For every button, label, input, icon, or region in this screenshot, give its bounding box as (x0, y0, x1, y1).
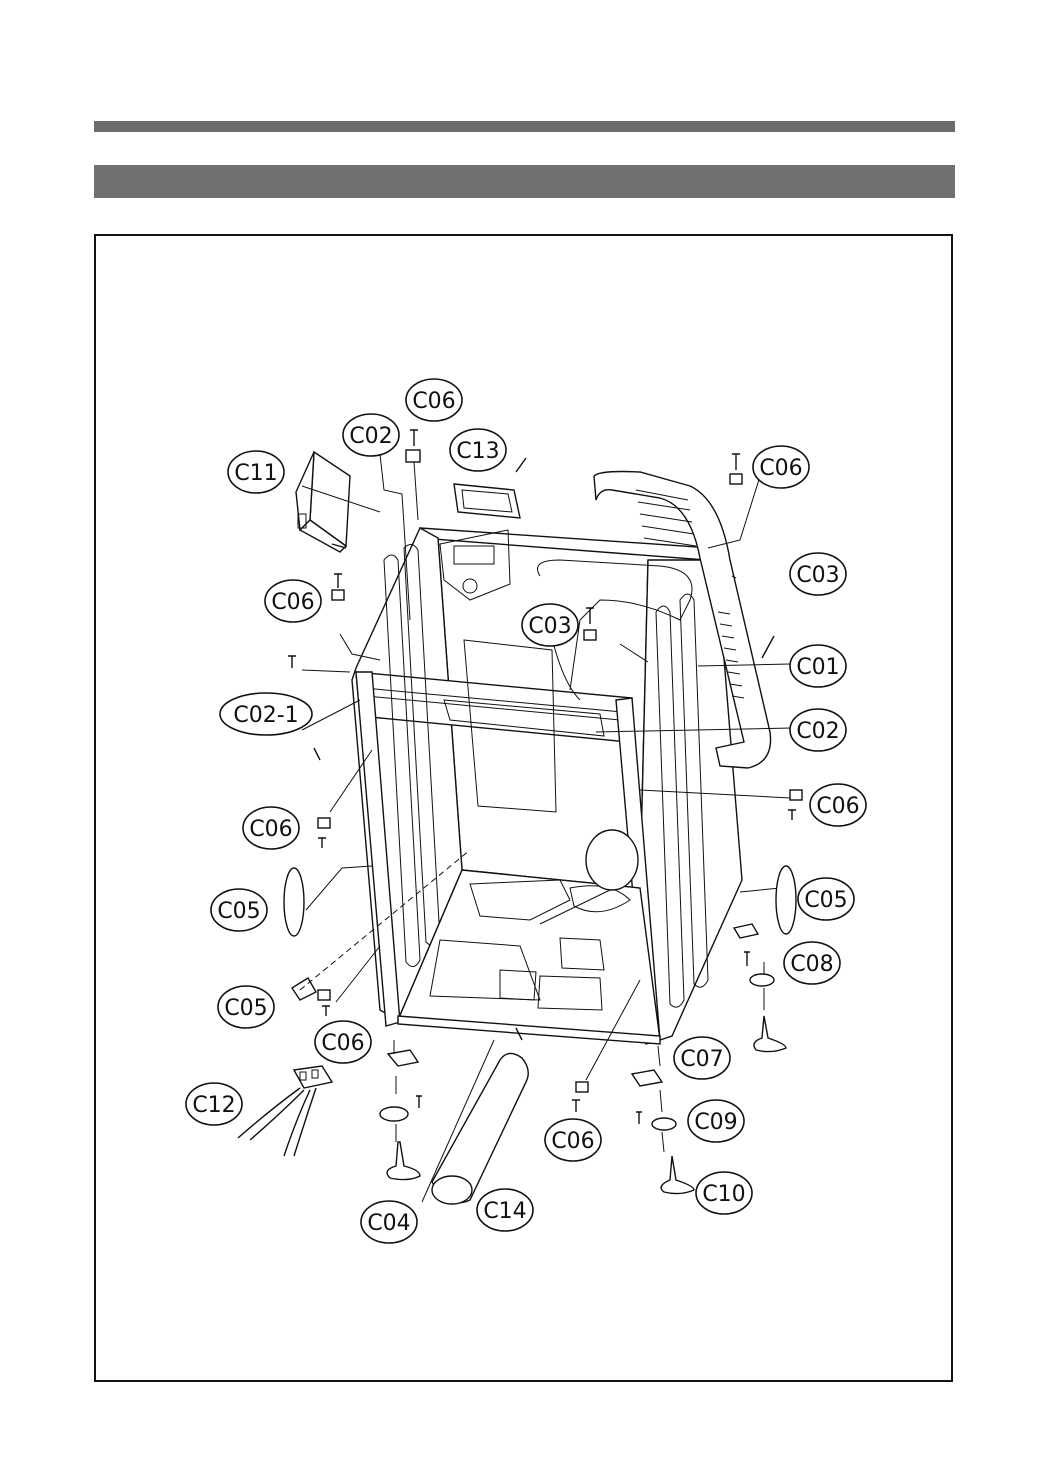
callout-text: C06 (759, 456, 802, 481)
callout-text: C12 (192, 1093, 235, 1118)
callout-c03-right: C03 (790, 553, 846, 595)
callout-text: C02 (349, 424, 392, 449)
callout-text: C06 (271, 590, 314, 615)
callout-c05-left: C05 (211, 889, 267, 931)
callout-text: C14 (483, 1199, 526, 1224)
callout-c06-left-mid: C06 (243, 807, 299, 849)
callout-text: C05 (804, 888, 847, 913)
callout-c06-top: C06 (406, 379, 462, 421)
callout-c07: C07 (674, 1037, 730, 1079)
callout-c04: C04 (361, 1201, 417, 1243)
callout-c06-right-mid: C06 (810, 784, 866, 826)
c14-duct-tube (432, 1053, 528, 1204)
callout-text: C08 (790, 952, 833, 977)
callout-c10: C10 (696, 1172, 752, 1214)
callout-c02-right: C02 (790, 709, 846, 751)
callout-text: C06 (412, 389, 455, 414)
callout-c02-top: C02 (343, 414, 399, 456)
callout-labels: C06C02C13C06C11C03C06C03C01C02-1C02C06C0… (186, 379, 866, 1243)
callout-text: C13 (456, 439, 499, 464)
callout-text: C02 (796, 719, 839, 744)
callout-text: C02-1 (233, 703, 298, 728)
callout-text: C06 (816, 794, 859, 819)
callout-c14: C14 (477, 1189, 533, 1231)
callout-c06-top-right: C06 (753, 446, 809, 488)
callout-text: C06 (551, 1129, 594, 1154)
callout-c12: C12 (186, 1083, 242, 1125)
callout-c05-lower-left: C05 (218, 986, 274, 1028)
callout-text: C04 (367, 1211, 410, 1236)
callout-c02-1: C02-1 (220, 693, 312, 735)
callout-c06-bottom: C06 (545, 1119, 601, 1161)
callout-text: C03 (796, 563, 839, 588)
callout-text: C06 (249, 817, 292, 842)
callout-text: C11 (234, 461, 277, 486)
c12-wire-harness (238, 1066, 332, 1156)
callout-text: C05 (217, 899, 260, 924)
callout-c06-left-upper: C06 (265, 580, 321, 622)
callout-text: C05 (224, 996, 267, 1021)
callout-text: C01 (796, 655, 839, 680)
callout-c13: C13 (450, 429, 506, 471)
callout-text: C03 (528, 614, 571, 639)
callout-c09: C09 (688, 1100, 744, 1142)
callout-text: C06 (321, 1031, 364, 1056)
callout-c11: C11 (228, 451, 284, 493)
c11-box (296, 452, 350, 552)
callout-c03-center: C03 (522, 604, 578, 646)
callout-c05-right: C05 (798, 878, 854, 920)
callout-text: C10 (702, 1182, 745, 1207)
callout-c06-lower-left: C06 (315, 1021, 371, 1063)
callout-c08: C08 (784, 942, 840, 984)
callout-text: C07 (680, 1047, 723, 1072)
callout-c01: C01 (790, 645, 846, 687)
callout-text: C09 (694, 1110, 737, 1135)
